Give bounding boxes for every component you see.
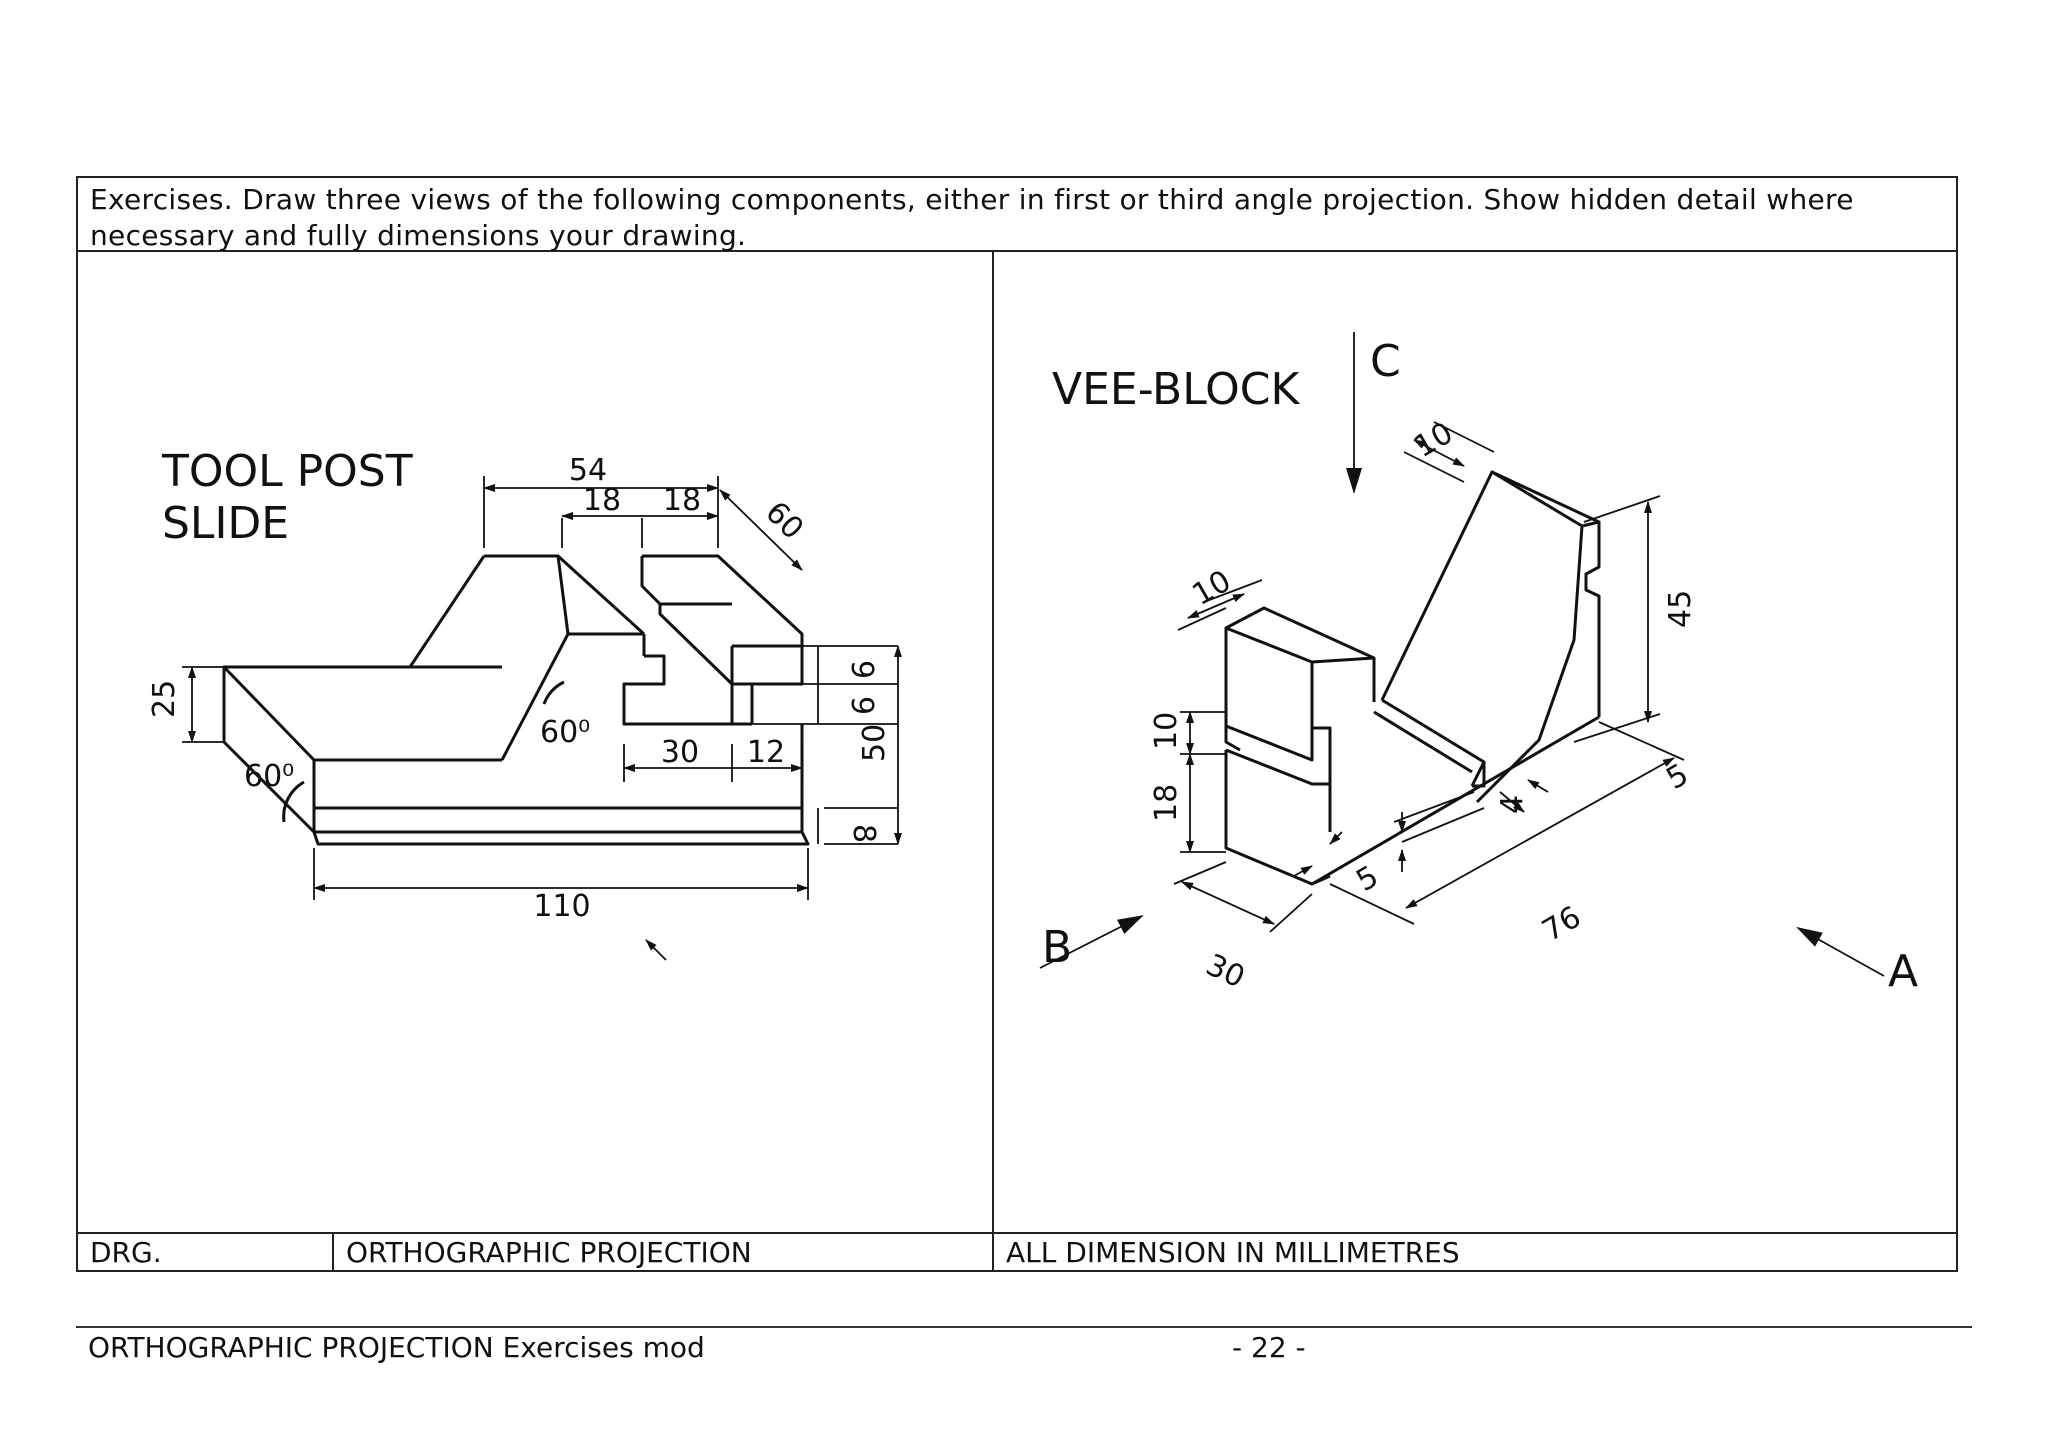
view-b-label: B [1042, 922, 1072, 973]
instructions-text: Exercises. Draw three views of the follo… [78, 178, 1956, 252]
dim-18-right: 18 [663, 483, 701, 518]
tool-post-title-1: TOOL POST [161, 446, 413, 497]
tool-post-drawing: TOOL POST SLIDE [147, 446, 902, 961]
title-block: DRG. ORTHOGRAPHIC PROJECTION ALL DIMENSI… [78, 1232, 1956, 1270]
vee-block-drawing: VEE-BLOCK [1039, 332, 1918, 997]
vee-dim-45: 45 [1663, 590, 1698, 628]
vee-dim-10-left: 10 [1187, 564, 1238, 613]
exercise-sheet: Exercises. Draw three views of the follo… [76, 176, 1958, 1272]
dim-30: 30 [661, 735, 699, 770]
tool-post-outline [222, 554, 810, 846]
view-c-label: C [1370, 336, 1401, 387]
view-a-label: A [1888, 946, 1918, 997]
dim-18-left: 18 [583, 483, 621, 518]
title-block-name: ORTHOGRAPHIC PROJECTION [334, 1234, 994, 1270]
dim-9-bottom: 9 [844, 696, 879, 715]
dim-54: 54 [569, 453, 607, 488]
dim-50: 50 [857, 724, 892, 762]
vee-dim-5-back: 5 [1661, 757, 1695, 797]
vee-block-title: VEE-BLOCK [1052, 364, 1300, 415]
dim-12: 12 [747, 735, 785, 770]
vee-dim-4: 4 [1495, 795, 1530, 814]
vee-block-panel: VEE-BLOCK [994, 252, 1956, 1236]
title-block-drg: DRG. [78, 1234, 334, 1270]
tool-post-title-2: SLIDE [162, 498, 289, 549]
vee-dim-30: 30 [1201, 948, 1250, 996]
tool-post-dimension-lines [182, 476, 902, 961]
tool-post-panel: TOOL POST SLIDE [78, 252, 994, 1236]
vee-dim-76: 76 [1537, 900, 1588, 949]
vee-block-dimension-lines [1039, 332, 1885, 977]
vee-dim-18: 18 [1149, 784, 1184, 822]
dim-25: 25 [147, 680, 182, 718]
dim-60deg-lower: 60⁰ [244, 759, 294, 794]
vee-dim-5-front: 5 [1351, 859, 1385, 899]
footer-title: ORTHOGRAPHIC PROJECTION Exercises mod [88, 1331, 705, 1364]
vee-block-outline [1224, 470, 1601, 886]
vee-dim-10-side: 10 [1149, 712, 1184, 750]
dim-9-top: 9 [844, 660, 879, 679]
dim-110: 110 [533, 889, 590, 924]
dim-60: 60 [758, 495, 810, 547]
title-block-units: ALL DIMENSION IN MILLIMETRES [1006, 1236, 1460, 1269]
dim-60deg-upper: 60⁰ [540, 715, 590, 750]
dim-8: 8 [846, 824, 881, 843]
footer-rule [76, 1326, 1972, 1328]
page-number: - 22 - [1232, 1331, 1306, 1364]
